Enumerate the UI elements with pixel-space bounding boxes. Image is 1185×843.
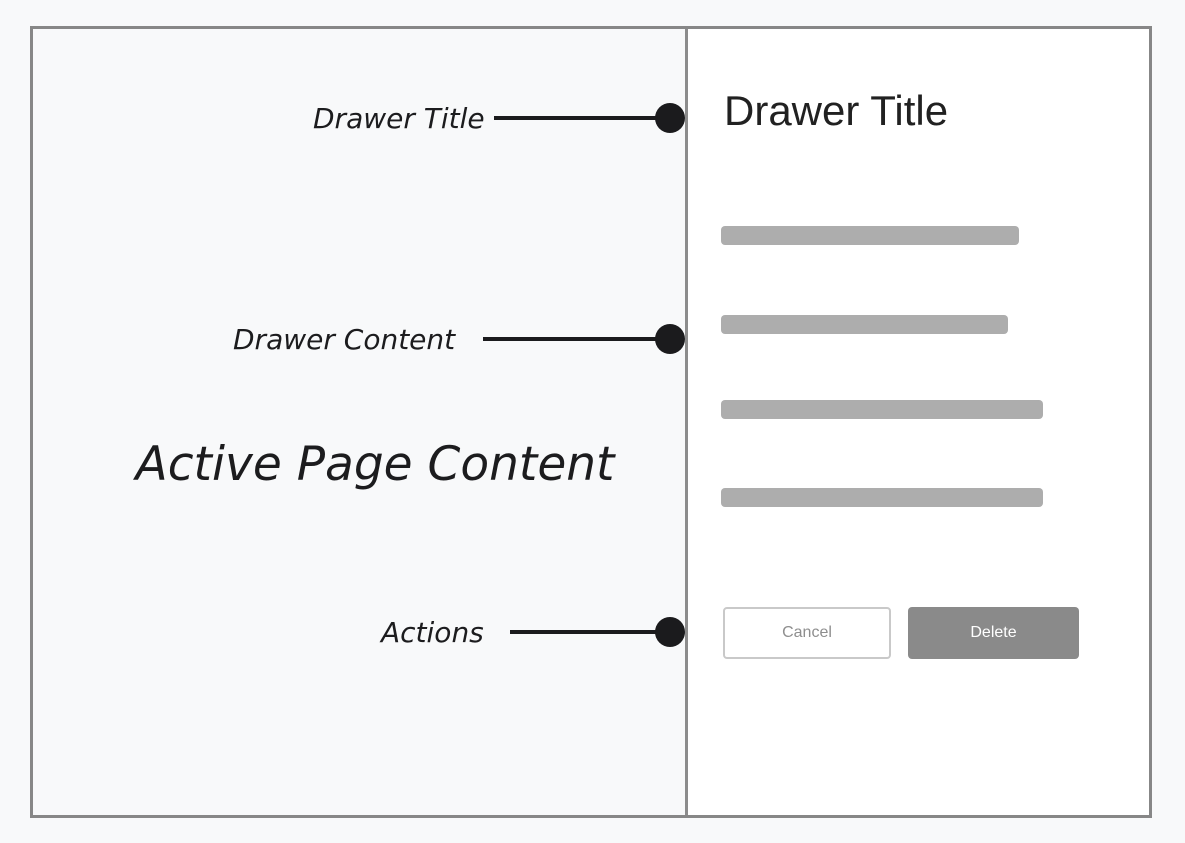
drawer-panel: Drawer Title Cancel Delete (688, 29, 1149, 815)
drawer-title: Drawer Title (724, 87, 949, 134)
content-placeholder-bar (721, 488, 1043, 507)
wireframe-frame: Drawer Title Drawer Content Active Page … (30, 26, 1152, 818)
drawer-actions-row: Cancel Delete (723, 607, 1079, 659)
active-page-content-label: Active Page Content (135, 437, 615, 492)
connector-dot-icon (655, 617, 685, 647)
annotation-drawer-title: Drawer Title (313, 100, 685, 136)
annotation-actions-label: Actions (381, 615, 484, 649)
delete-button[interactable]: Delete (908, 607, 1079, 659)
cancel-button[interactable]: Cancel (723, 607, 891, 659)
connector-line (509, 630, 656, 634)
annotation-drawer-content: Drawer Content (233, 321, 685, 357)
active-page-panel: Drawer Title Drawer Content Active Page … (33, 29, 688, 815)
content-placeholder-bar (721, 400, 1043, 419)
connector-line (493, 116, 656, 120)
content-placeholder-bar (721, 315, 1008, 334)
annotation-drawer-content-label: Drawer Content (233, 322, 456, 356)
connector-line (483, 337, 656, 341)
connector-dot-icon (655, 103, 685, 133)
annotation-drawer-title-label: Drawer Title (313, 101, 485, 135)
annotation-actions: Actions (381, 614, 685, 650)
connector-dot-icon (655, 324, 685, 354)
content-placeholder-bar (721, 226, 1019, 245)
